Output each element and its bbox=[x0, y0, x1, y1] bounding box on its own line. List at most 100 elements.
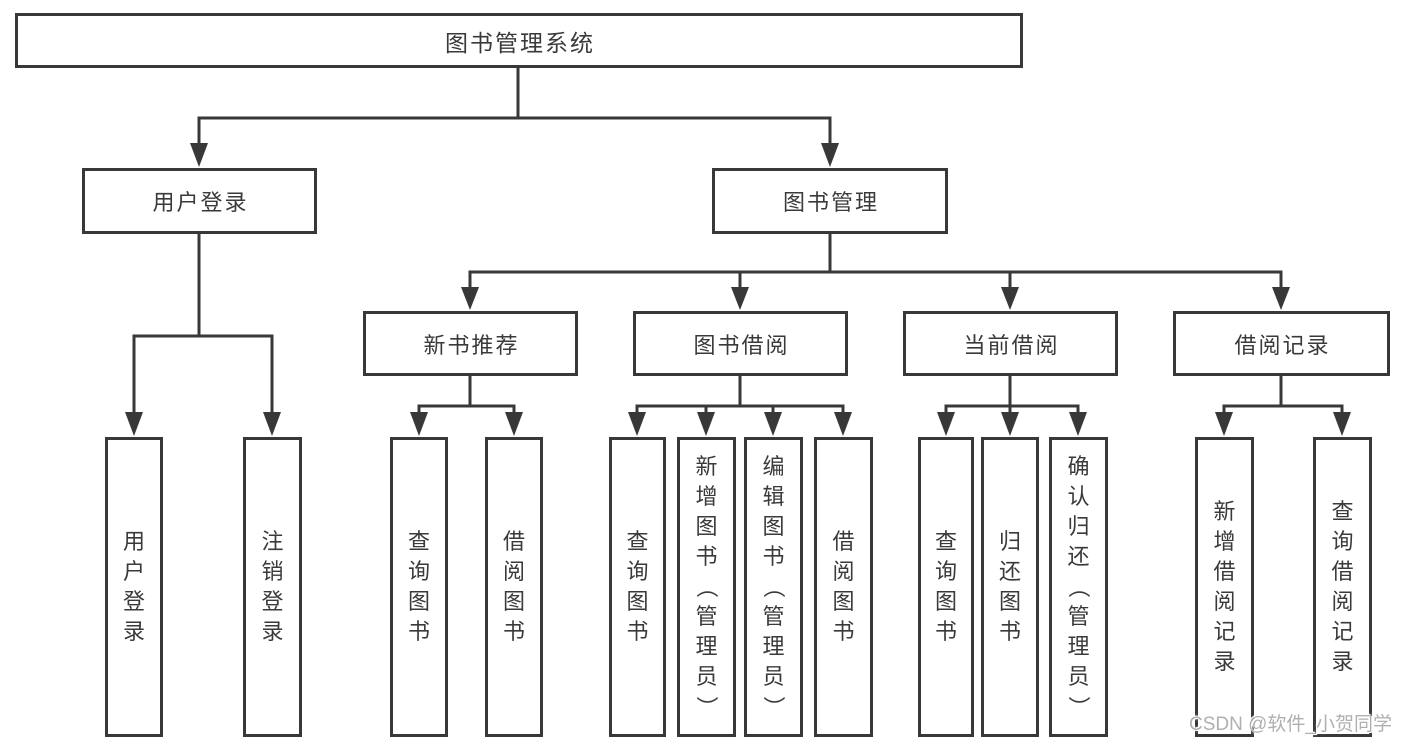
vertical-char: 书 bbox=[695, 544, 718, 569]
leaf-query-books-borrow: 查询图书 bbox=[609, 437, 666, 737]
vertical-char: 编 bbox=[762, 454, 785, 479]
vertical-char: 图 bbox=[832, 589, 855, 614]
arrowhead bbox=[697, 412, 715, 436]
vertical-char: 书 bbox=[934, 619, 957, 644]
vertical-char: 管 bbox=[695, 604, 718, 629]
arrowhead bbox=[461, 287, 479, 310]
leaf-add-books-admin: 新增图书 （ 管理员 ） bbox=[677, 437, 736, 737]
vertical-char: ） bbox=[761, 695, 787, 719]
vertical-char: 员 bbox=[1067, 664, 1090, 689]
vertical-char: 借 bbox=[1331, 559, 1354, 584]
vertical-char: 书 bbox=[762, 544, 785, 569]
vertical-char: 借 bbox=[1213, 559, 1236, 584]
vertical-char: 增 bbox=[1213, 529, 1236, 554]
vertical-char: ） bbox=[1066, 695, 1092, 719]
vertical-char: 图 bbox=[407, 589, 430, 614]
leaf-user-login: 用户登录 bbox=[105, 437, 163, 737]
arrowhead bbox=[937, 412, 955, 436]
vertical-char: 书 bbox=[407, 619, 430, 644]
vertical-char: 新 bbox=[695, 454, 718, 479]
node-book-management: 图书管理 bbox=[712, 168, 948, 234]
arrowhead bbox=[1001, 287, 1019, 310]
vertical-char: 询 bbox=[1331, 529, 1354, 554]
vertical-char: 借 bbox=[502, 529, 525, 554]
vertical-char: 借 bbox=[832, 529, 855, 554]
leaf-borrow-books: 借阅图书 bbox=[814, 437, 873, 737]
vertical-char: 询 bbox=[934, 559, 957, 584]
vertical-char: 员 bbox=[695, 664, 718, 689]
vertical-char: 登 bbox=[261, 589, 284, 614]
vertical-char: 辑 bbox=[762, 484, 785, 509]
connector-root-to-level2 bbox=[197, 68, 832, 147]
connector-borrow-records-to-leaves bbox=[1222, 376, 1344, 416]
arrowhead bbox=[1333, 412, 1351, 436]
vertical-char: 户 bbox=[122, 559, 145, 584]
leaf-query-books-current: 查询图书 bbox=[918, 437, 974, 737]
arrowhead bbox=[263, 412, 281, 436]
leaf-confirm-return-admin: 确认归还（管理员） bbox=[1049, 437, 1108, 737]
vertical-char: 图 bbox=[998, 589, 1021, 614]
vertical-char: 归 bbox=[1067, 514, 1090, 539]
vertical-char: 图 bbox=[626, 589, 649, 614]
vertical-char: ） bbox=[694, 695, 720, 719]
vertical-char: 查 bbox=[1331, 499, 1354, 524]
vertical-char: 记 bbox=[1331, 619, 1354, 644]
leaf-logout: 注销登录 bbox=[243, 437, 302, 737]
vertical-char: 阅 bbox=[1213, 589, 1236, 614]
arrowhead bbox=[1001, 412, 1019, 436]
leaf-query-borrow-record: 查询借阅记录 bbox=[1313, 437, 1372, 737]
arrowhead bbox=[505, 412, 523, 436]
vertical-char: 录 bbox=[261, 619, 284, 644]
vertical-char: 书 bbox=[832, 619, 855, 644]
vertical-char: 录 bbox=[122, 619, 145, 644]
vertical-char: 录 bbox=[1213, 649, 1236, 674]
arrowhead bbox=[628, 412, 646, 436]
node-root-system: 图书管理系统 bbox=[15, 13, 1023, 68]
node-borrow-records: 借阅记录 bbox=[1173, 311, 1390, 376]
vertical-char: （ bbox=[694, 575, 720, 599]
vertical-char: 还 bbox=[998, 559, 1021, 584]
node-book-borrow: 图书借阅 bbox=[633, 311, 848, 376]
vertical-char: 询 bbox=[626, 559, 649, 584]
vertical-char: 录 bbox=[1331, 649, 1354, 674]
watermark: CSDN @软件_小贺同学 bbox=[1189, 714, 1392, 735]
vertical-char: 注 bbox=[261, 529, 284, 554]
vertical-char: 理 bbox=[762, 634, 785, 659]
node-user-login: 用户登录 bbox=[82, 168, 317, 234]
vertical-char: 管 bbox=[762, 604, 785, 629]
vertical-char: 确 bbox=[1067, 454, 1090, 479]
leaf-return-books: 归还图书 bbox=[981, 437, 1039, 737]
connector-user-login-to-leaves bbox=[132, 234, 274, 416]
arrowhead bbox=[1272, 287, 1290, 310]
vertical-char: 员 bbox=[762, 664, 785, 689]
vertical-char: 阅 bbox=[832, 559, 855, 584]
arrowhead bbox=[190, 143, 208, 167]
vertical-char: 还 bbox=[1067, 544, 1090, 569]
arrowhead bbox=[834, 412, 852, 436]
node-current-borrow: 当前借阅 bbox=[903, 311, 1118, 376]
vertical-char: 书 bbox=[626, 619, 649, 644]
arrowhead bbox=[410, 412, 428, 436]
vertical-char: 理 bbox=[695, 634, 718, 659]
vertical-char: 阅 bbox=[1331, 589, 1354, 614]
vertical-char: 归 bbox=[998, 529, 1021, 554]
vertical-char: 图 bbox=[502, 589, 525, 614]
vertical-char: 图 bbox=[695, 514, 718, 539]
vertical-char: 增 bbox=[695, 484, 718, 509]
vertical-char: 书 bbox=[998, 619, 1021, 644]
vertical-char: 书 bbox=[502, 619, 525, 644]
leaf-edit-books-admin: 编辑图书（管理员） bbox=[744, 437, 803, 737]
vertical-char: 图 bbox=[934, 589, 957, 614]
vertical-char: 询 bbox=[407, 559, 430, 584]
vertical-char: 管 bbox=[1067, 604, 1090, 629]
vertical-char: 销 bbox=[261, 559, 284, 584]
connector-book-borrow-to-leaves bbox=[635, 376, 845, 416]
vertical-char: 查 bbox=[407, 529, 430, 554]
vertical-char: 认 bbox=[1067, 484, 1090, 509]
arrowhead bbox=[764, 412, 782, 436]
vertical-char: 理 bbox=[1067, 634, 1090, 659]
vertical-char: 图 bbox=[762, 514, 785, 539]
vertical-char: 记 bbox=[1213, 619, 1236, 644]
vertical-char: 查 bbox=[934, 529, 957, 554]
